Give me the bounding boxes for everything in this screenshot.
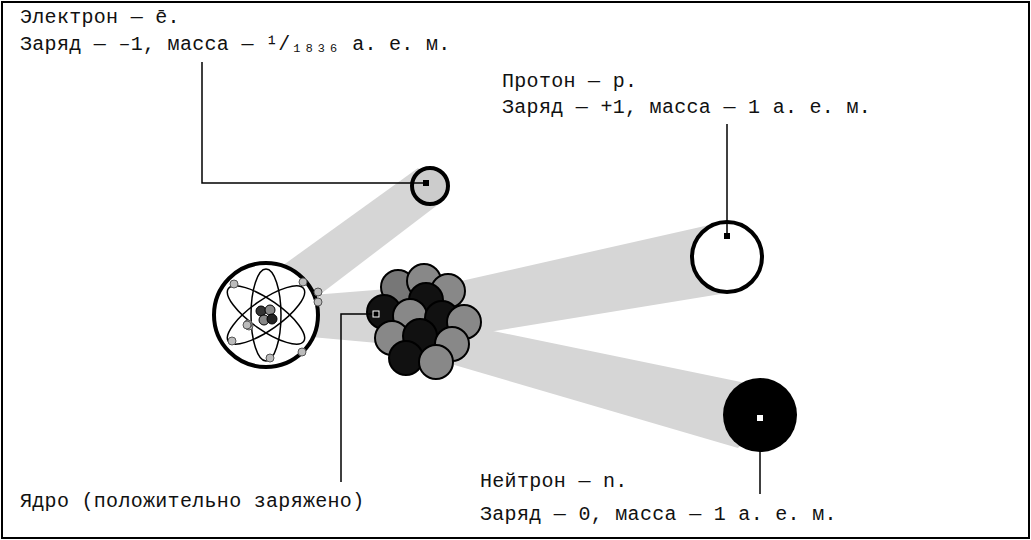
- leader-line: [759, 418, 761, 494]
- atom: [214, 263, 322, 367]
- text-label: Протон — p.: [502, 70, 637, 94]
- leader-end: [373, 311, 379, 317]
- text-label: Ядро (положительно заряжено): [20, 490, 364, 514]
- leader-end: [423, 180, 429, 186]
- leader-line: [341, 314, 376, 482]
- leader-line: [726, 124, 728, 236]
- text-label: Нейтрон — n.: [480, 470, 628, 494]
- electron-symbol: [412, 168, 448, 204]
- text-label: Заряд — 0, масса — 1 а. е. м.: [480, 503, 837, 527]
- text-label: Электрон — ē.: [20, 6, 180, 30]
- nucleus-cluster: [367, 264, 481, 379]
- leader-line: [202, 62, 426, 183]
- leader-end: [724, 233, 730, 239]
- text-label: Заряд — –1, масса — ¹/₁₈₃₆ а. е. м.: [20, 33, 451, 57]
- leader-end: [757, 415, 763, 421]
- text-label: Заряд — +1, масса — 1 а. е. м.: [502, 96, 871, 120]
- zoom-cone: [430, 221, 727, 340]
